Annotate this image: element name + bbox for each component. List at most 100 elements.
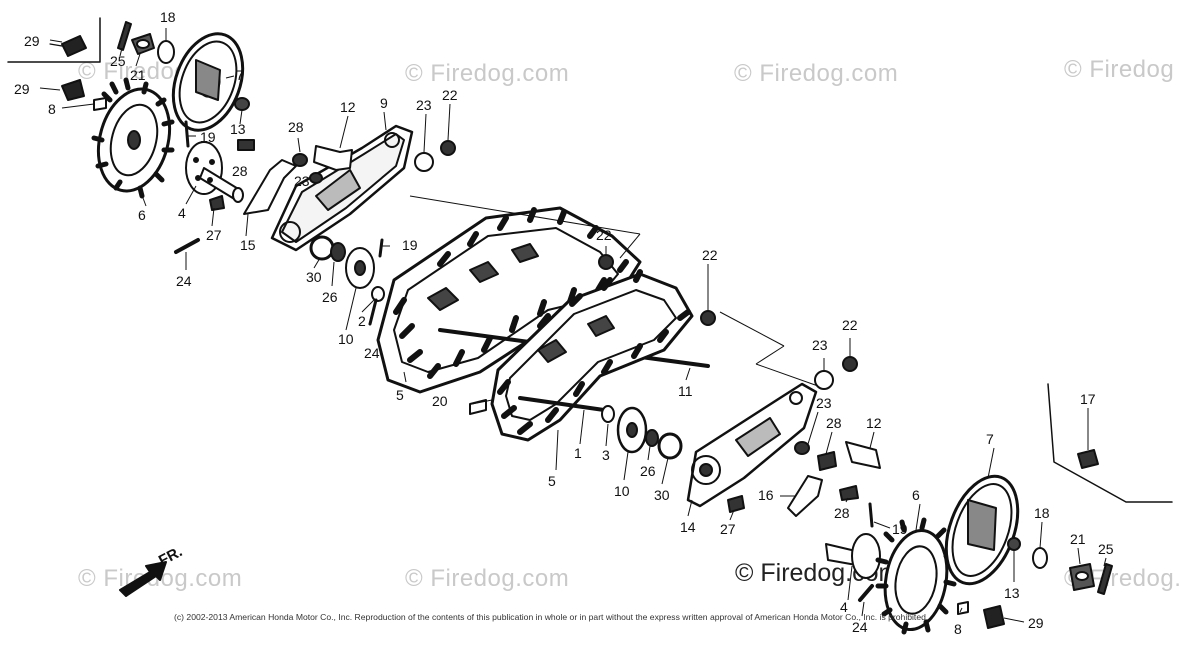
callout-label: 28 xyxy=(834,505,850,521)
callout-label: 22 xyxy=(842,317,858,333)
bearing-26b xyxy=(645,429,659,447)
wheel-6 xyxy=(91,77,175,199)
callout-label: 12 xyxy=(866,415,882,431)
callout-label: 20 xyxy=(432,393,448,409)
callout-label: 30 xyxy=(654,487,670,503)
pin-19 xyxy=(184,120,190,148)
bracket-16 xyxy=(787,475,823,517)
callout-label: 10 xyxy=(338,331,354,347)
wheel-6b xyxy=(875,517,957,635)
callout-label: 11 xyxy=(678,383,693,399)
callout-label: 26 xyxy=(322,289,338,305)
callout-label: 28 xyxy=(826,415,842,431)
shaft-12 xyxy=(313,145,353,171)
callout-label: 3 xyxy=(602,447,610,463)
callout-label: 24 xyxy=(364,345,380,361)
callout-label: 10 xyxy=(614,483,630,499)
front-direction-arrow xyxy=(119,561,167,597)
nut-22 xyxy=(440,140,456,156)
bolt-29b xyxy=(61,79,85,101)
callout-label: 5 xyxy=(548,473,556,489)
callout-labels: 29 25 21 18 7 29 8 13 19 28 6 4 27 24 15… xyxy=(14,9,1114,637)
callout-label: 19 xyxy=(200,129,216,145)
nut-22c xyxy=(700,310,716,326)
callout-label: 29 xyxy=(14,81,30,97)
frame-line-right xyxy=(1047,383,1173,503)
callout-label: 21 xyxy=(1070,531,1086,547)
pin-25b xyxy=(1097,563,1113,595)
callout-label: 27 xyxy=(206,227,222,243)
wheel-plate-7b xyxy=(944,474,1020,586)
bolt-24b xyxy=(368,298,378,326)
track-5-lower xyxy=(490,269,694,442)
callout-label: 25 xyxy=(110,53,126,69)
bearing-26 xyxy=(330,242,346,262)
watermark: © Firedog.com xyxy=(405,60,570,87)
callout-label: 29 xyxy=(24,33,40,49)
callout-label: 7 xyxy=(236,67,244,83)
spacer-8b xyxy=(957,601,969,615)
callout-label: 23 xyxy=(812,337,828,353)
bolt-27 xyxy=(209,195,225,211)
callout-label: 19 xyxy=(892,521,908,537)
hub-4b xyxy=(825,533,881,579)
callout-label: 9 xyxy=(380,95,388,111)
bolt-27b xyxy=(727,495,745,513)
pin-19b xyxy=(378,238,384,258)
nut-28 xyxy=(292,153,308,167)
callout-label: 23 xyxy=(294,173,310,189)
bolt-24c xyxy=(858,584,874,602)
callout-label: 22 xyxy=(702,247,718,263)
callout-label: 2 xyxy=(358,313,366,329)
callout-label: 4 xyxy=(178,205,186,221)
callout-label: 29 xyxy=(1028,615,1044,631)
shaft-12b xyxy=(845,441,881,469)
bolt-29 xyxy=(49,35,87,57)
chain-case-9 xyxy=(270,124,414,252)
nut-28b xyxy=(817,451,837,471)
callout-label: 21 xyxy=(130,67,146,83)
callout-label: 24 xyxy=(176,273,192,289)
callout-label: 28 xyxy=(232,163,248,179)
callout-label: 16 xyxy=(758,487,774,503)
watermark: © Firedog.com xyxy=(734,60,899,87)
washer-18b xyxy=(1032,547,1048,569)
washer-23b xyxy=(414,152,434,172)
washer-23 xyxy=(309,172,323,184)
callout-label: 23 xyxy=(816,395,832,411)
callout-label: 4 xyxy=(840,599,848,615)
callout-label: 1 xyxy=(574,445,582,461)
watermark: © Firedog.com xyxy=(405,565,570,592)
nut-21b xyxy=(1069,563,1095,591)
leader-lines xyxy=(39,28,1107,623)
nut-22d xyxy=(842,356,858,372)
washer-23c xyxy=(814,370,834,390)
collar-3 xyxy=(601,405,615,423)
chain-case-14 xyxy=(686,382,818,508)
bolt-28 xyxy=(237,139,255,151)
callout-label: 7 xyxy=(986,431,994,447)
nut-13 xyxy=(234,97,250,111)
callout-label: 22 xyxy=(596,227,612,243)
callout-label: 8 xyxy=(954,621,962,637)
callout-label: 30 xyxy=(306,269,322,285)
callout-label: 27 xyxy=(720,521,736,537)
hub-4 xyxy=(185,141,244,203)
seal-30 xyxy=(309,235,335,261)
nut-22b xyxy=(598,254,614,270)
nut-21 xyxy=(131,33,155,55)
nut-13b xyxy=(1007,537,1021,551)
frame-line xyxy=(7,17,101,63)
callout-label: 8 xyxy=(48,101,56,117)
callout-label: 25 xyxy=(1098,541,1114,557)
callout-label: 28 xyxy=(288,119,304,135)
callout-label: 24 xyxy=(852,619,868,635)
spacer-8 xyxy=(93,97,107,111)
callout-label: 5 xyxy=(396,387,404,403)
callout-label: 18 xyxy=(1034,505,1050,521)
callout-label: 14 xyxy=(680,519,696,535)
bolt-17 xyxy=(1077,449,1099,469)
callout-label: 22 xyxy=(442,87,458,103)
